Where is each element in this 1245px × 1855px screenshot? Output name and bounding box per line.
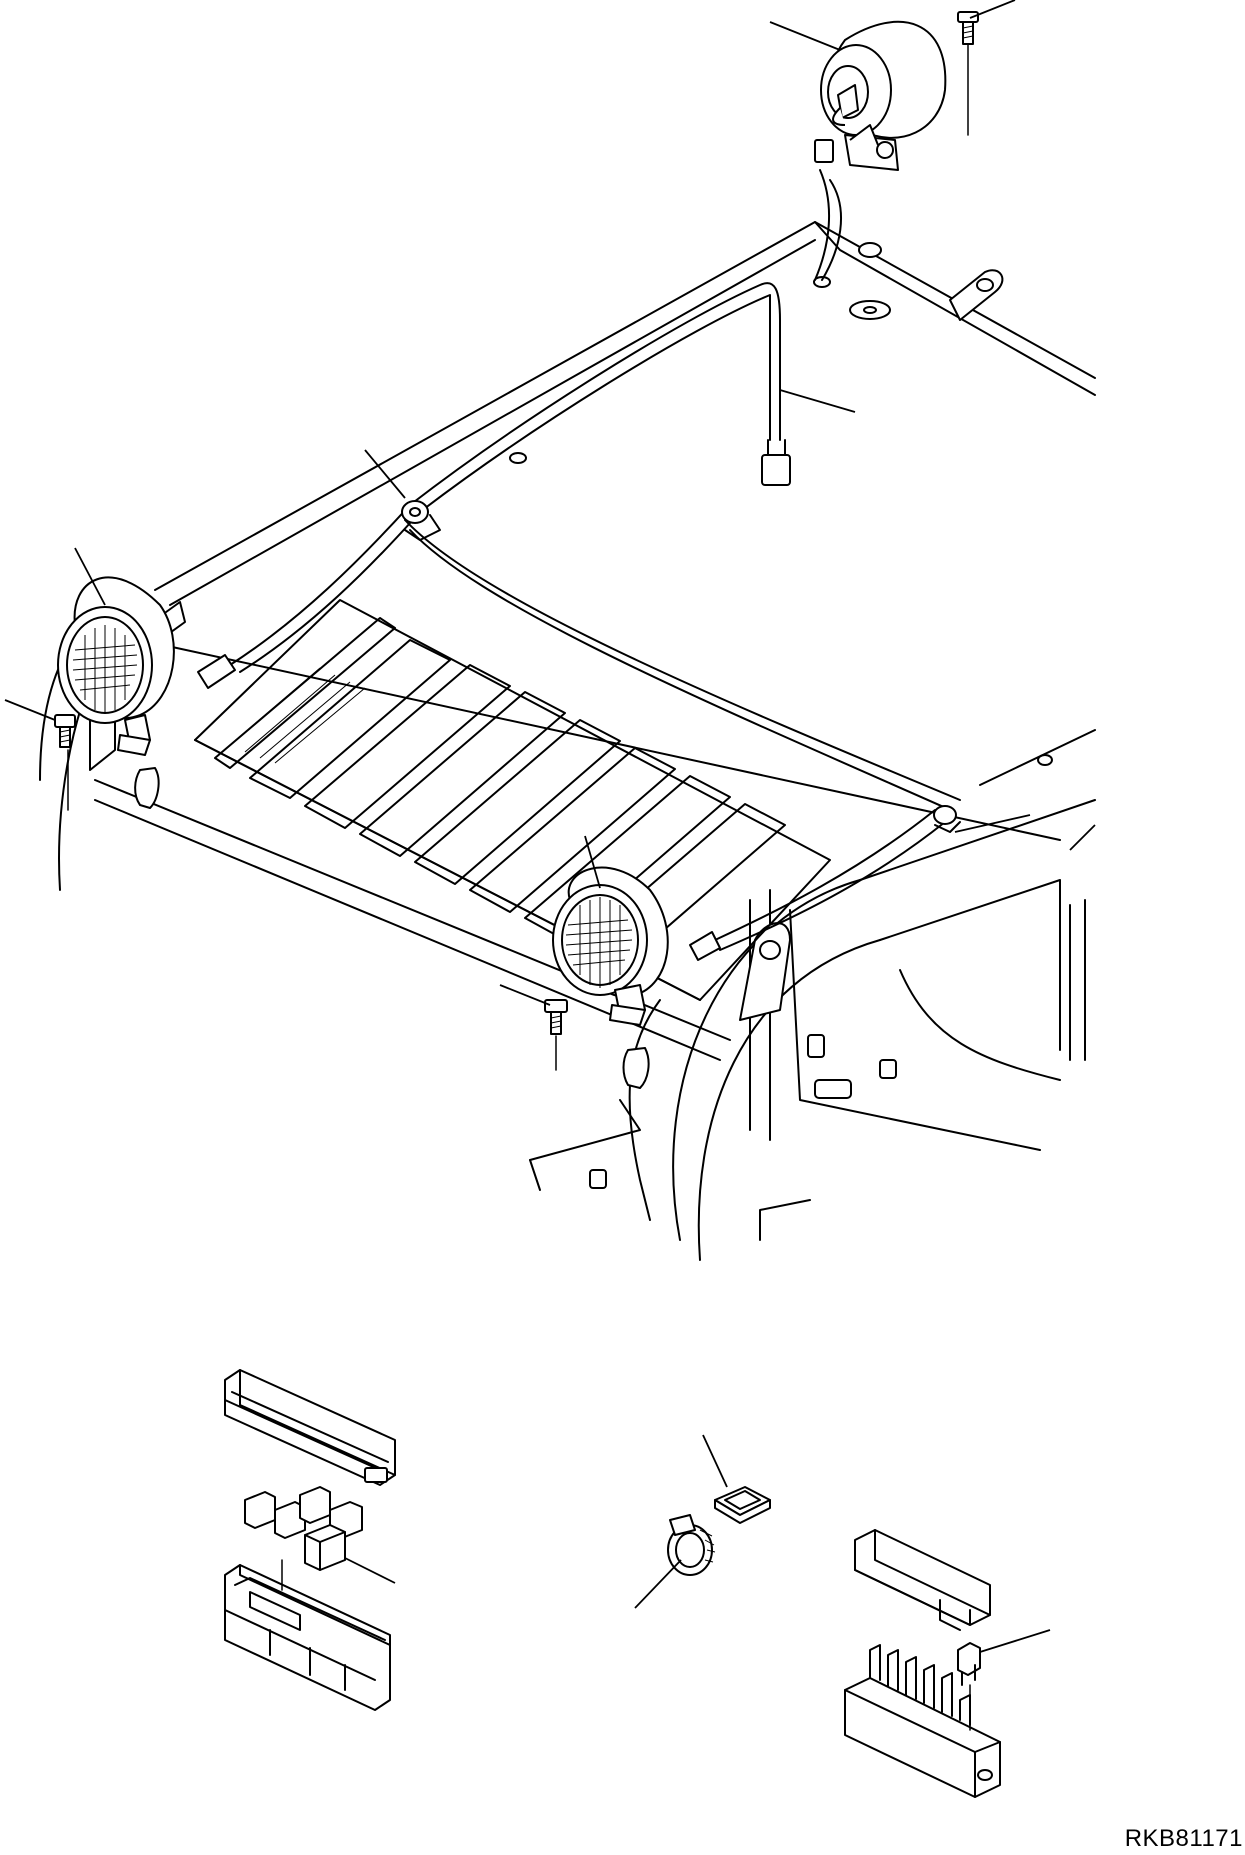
- wiring-harness: [198, 170, 960, 960]
- drawing-reference-code: RKB81171: [1124, 1825, 1243, 1852]
- roof-vent-panel: [195, 600, 830, 1000]
- fuse-box-assembly: [845, 1530, 1000, 1797]
- front-lamp-right: [545, 868, 668, 1088]
- front-lamp-left: [55, 577, 174, 810]
- relays: [245, 1487, 362, 1570]
- leader-lines: [5, 0, 1095, 1652]
- relay-box-assembly: [225, 1370, 395, 1710]
- clip-and-band: [668, 1487, 770, 1575]
- rear-work-lamp: [815, 12, 978, 170]
